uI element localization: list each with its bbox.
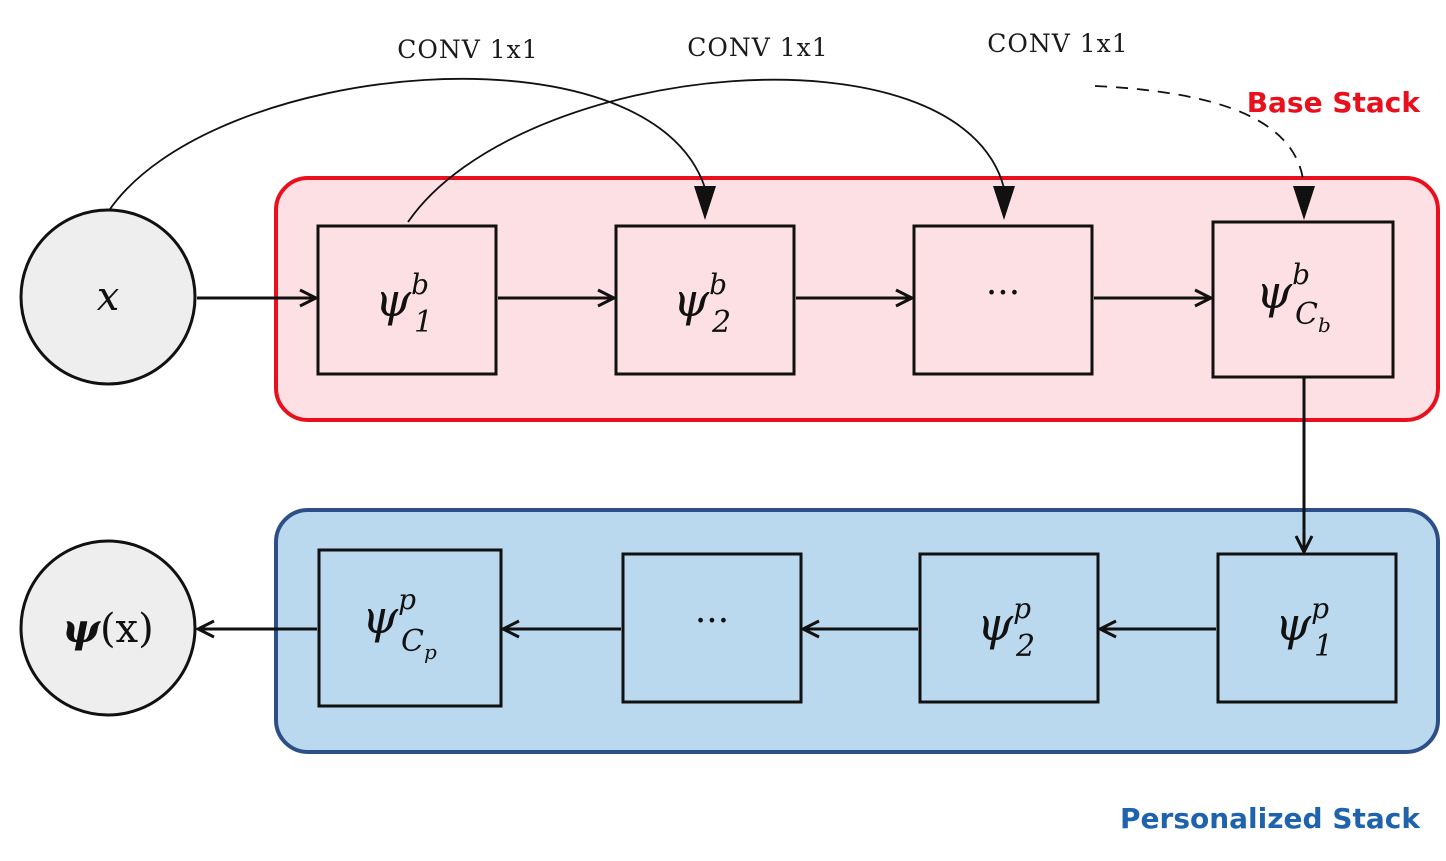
base-block-ellipsis: ··· [912, 224, 1094, 376]
svg-text:ψp1: ψp1 [1275, 592, 1333, 664]
svg-text:ψb2: ψb2 [673, 268, 731, 340]
svg-text:···: ··· [695, 601, 729, 642]
skip-connection-1-arrowhead [694, 186, 716, 220]
conv-label-3: CONV 1x1 [987, 29, 1128, 58]
personalized-stack-label: Personalized Stack [1120, 802, 1421, 835]
base-stack-label: Base Stack [1247, 86, 1422, 119]
conv-label-2: CONV 1x1 [687, 33, 828, 62]
skip-connection-2 [407, 78, 1005, 223]
skip-connection-3-arrowhead [1293, 186, 1315, 220]
skip-connection-2-arrowhead [993, 186, 1015, 220]
svg-text:···: ··· [986, 273, 1020, 314]
personal-block-ellipsis: ··· [621, 552, 803, 704]
output-node-label: ψ(x) [62, 605, 153, 652]
svg-text:ψb1: ψb1 [375, 268, 433, 340]
conv-label-1: CONV 1x1 [397, 35, 538, 64]
skip-connection-3-dashed [1094, 85, 1305, 189]
input-node [19, 208, 197, 386]
skip-connection-1 [107, 77, 706, 213]
input-node-label: x [97, 274, 120, 320]
personalized-stack-container [274, 508, 1440, 754]
svg-text:ψp2: ψp2 [977, 592, 1035, 664]
output-node [19, 539, 197, 717]
